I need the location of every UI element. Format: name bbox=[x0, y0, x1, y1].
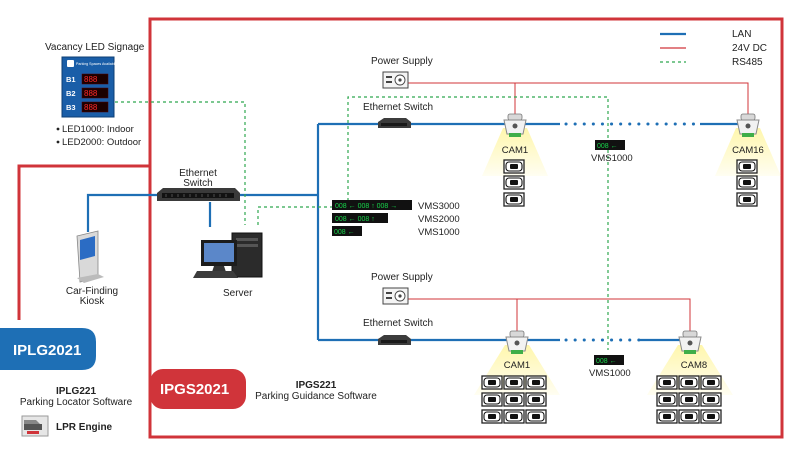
signage-note-outdoor: LED2000: Outdoor bbox=[62, 137, 141, 148]
iplg2021-badge: IPLG2021 bbox=[0, 328, 96, 370]
signage-panel-header: Parking Spaces Available bbox=[76, 62, 117, 66]
parking-spots-cam8 bbox=[657, 376, 721, 423]
main-switch-label-1: Ethernet bbox=[179, 168, 217, 179]
signage-note-indoor: LED1000: Indoor bbox=[62, 124, 134, 135]
cam16-label: CAM16 bbox=[732, 145, 764, 156]
legend-lan: LAN bbox=[732, 29, 751, 40]
vms2000-label: VMS2000 bbox=[418, 214, 460, 225]
car-finding-kiosk: Car-Finding Kiosk bbox=[66, 230, 118, 307]
iplg-desc: Parking Locator Software bbox=[20, 397, 133, 408]
vms1000-bottom-label: VMS1000 bbox=[589, 368, 631, 379]
vms1000-top: 008 ← VMS1000 bbox=[591, 140, 633, 164]
cam1-bottom-label: CAM1 bbox=[504, 360, 530, 371]
svg-text:008 ←: 008 ← bbox=[596, 358, 617, 365]
svg-text:888: 888 bbox=[84, 89, 98, 98]
rs485-lines bbox=[115, 96, 609, 350]
power-supply-bottom-label: Power Supply bbox=[371, 272, 433, 283]
ipgs2021-badge: IPGS2021 bbox=[150, 369, 246, 409]
lpr-engine-label: LPR Engine bbox=[56, 422, 113, 433]
parking-spots-cam1-bottom bbox=[482, 376, 546, 423]
svg-text:B3: B3 bbox=[66, 103, 76, 112]
server-label: Server bbox=[223, 288, 253, 299]
vms3000-label: VMS3000 bbox=[418, 201, 460, 212]
vacancy-led-signage: Vacancy LED Signage Parking Spaces Avail… bbox=[45, 42, 145, 148]
vms-stack: 008 ← 008 ↑ 008 → 008 ← 008 ↑ 008 ← VMS3… bbox=[332, 200, 460, 238]
iplg-name: IPLG221 bbox=[56, 386, 96, 397]
cam8-bottom: CAM8 bbox=[647, 330, 733, 423]
signage-title: Vacancy LED Signage bbox=[45, 42, 145, 53]
signage-row-b1: B1 888 bbox=[66, 73, 109, 85]
iplg-badge-text: IPLG2021 bbox=[13, 342, 81, 359]
ethernet-switch-bottom: Ethernet Switch bbox=[363, 318, 433, 345]
parking-spots-cam1-top bbox=[504, 160, 524, 206]
signage-row-b3: B3 888 bbox=[66, 101, 109, 113]
ethernet-switch-top: Ethernet Switch bbox=[363, 102, 433, 128]
dc-lines bbox=[408, 82, 749, 332]
main-ethernet-switch: Ethernet Switch bbox=[157, 168, 240, 201]
vms3000-display: 008 ← 008 ↑ 008 → bbox=[335, 203, 397, 210]
vms1000-display: 008 ← bbox=[334, 229, 355, 236]
svg-text:Kiosk: Kiosk bbox=[80, 296, 105, 307]
legend-rs485: RS485 bbox=[732, 57, 763, 68]
svg-text:888: 888 bbox=[84, 75, 98, 84]
ethernet-switch-bottom-label: Ethernet Switch bbox=[363, 318, 433, 329]
lpr-engine: LPR Engine bbox=[21, 415, 113, 437]
vms1000-label: VMS1000 bbox=[418, 227, 460, 238]
cam1-bottom: CAM1 bbox=[474, 330, 560, 423]
cam1-top-label: CAM1 bbox=[502, 145, 528, 156]
cam16-top: CAM16 bbox=[715, 113, 781, 206]
legend: LAN 24V DC RS485 bbox=[660, 29, 767, 68]
ipgs-badge-text: IPGS2021 bbox=[160, 381, 229, 398]
power-supply-top: Power Supply bbox=[371, 56, 433, 89]
server: Server bbox=[193, 232, 263, 299]
cam1-top: CAM1 bbox=[482, 113, 548, 206]
svg-text:Car-Finding: Car-Finding bbox=[66, 286, 118, 297]
lan-dotted bbox=[564, 122, 702, 342]
ipgs-name: IPGS221 bbox=[296, 380, 337, 391]
svg-text:888: 888 bbox=[84, 103, 98, 112]
svg-text:008 ←: 008 ← bbox=[597, 143, 618, 150]
ethernet-switch-top-label: Ethernet Switch bbox=[363, 102, 433, 113]
vms1000-bottom: 008 ← VMS1000 bbox=[589, 355, 631, 379]
signage-row-b2: B2 888 bbox=[66, 87, 109, 99]
ipgs-frame bbox=[148, 17, 784, 439]
svg-text:B2: B2 bbox=[66, 89, 76, 98]
vms1000-top-label: VMS1000 bbox=[591, 153, 633, 164]
parking-spots-cam16 bbox=[737, 160, 757, 206]
power-supply-bottom: Power Supply bbox=[371, 272, 433, 305]
iplg-frame bbox=[17, 164, 150, 320]
vms2000-display: 008 ← 008 ↑ bbox=[335, 216, 375, 223]
svg-text:B1: B1 bbox=[66, 75, 76, 84]
ipgs-desc: Parking Guidance Software bbox=[255, 391, 377, 402]
legend-24vdc: 24V DC bbox=[732, 43, 767, 54]
power-supply-top-label: Power Supply bbox=[371, 56, 433, 67]
cam8-label: CAM8 bbox=[681, 360, 707, 371]
main-switch-label-2: Switch bbox=[183, 178, 212, 189]
